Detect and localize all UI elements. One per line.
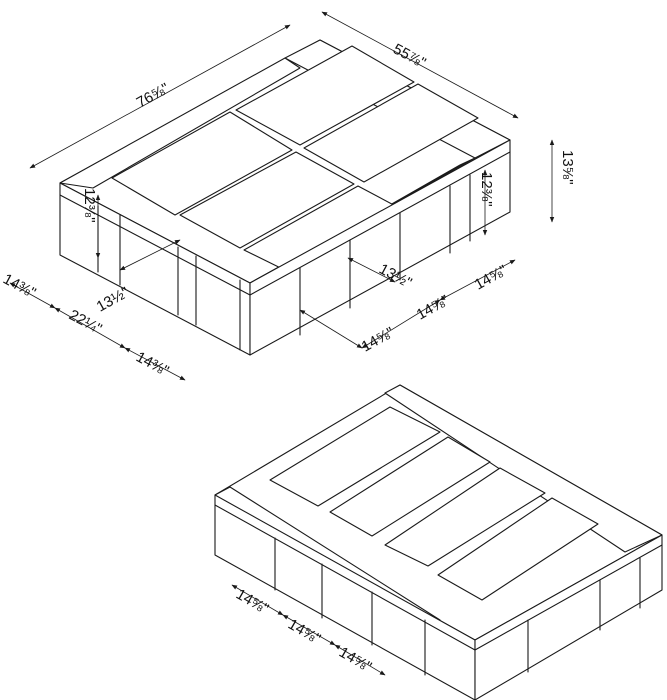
label-front-cubby-1: 14⅜" <box>0 271 38 302</box>
label-width: 55⅞" <box>390 41 428 72</box>
bottom-bed-drawing <box>214 384 663 700</box>
bottom-bed-front-face <box>214 494 476 700</box>
label-cubby-height-right: 12⅜" <box>478 172 495 207</box>
bottom-bed-slat-3 <box>384 467 546 567</box>
bottom-dimension-lines <box>231 584 386 676</box>
label-bottom-cubby-1: 14⅝" <box>233 586 271 618</box>
label-bottom-cubby-2: 14⅝" <box>285 616 323 648</box>
top-bed-side-face <box>249 139 511 356</box>
bottom-bed-slat-4 <box>437 497 599 601</box>
top-dimension-lines <box>9 11 555 381</box>
label-total-height: 13⅝" <box>559 150 576 185</box>
label-side-cubby-1: 14⅝" <box>359 324 397 356</box>
label-front-cubby-3: 14⅜" <box>133 349 171 380</box>
label-cubby-depth-left: 13½" <box>94 284 132 316</box>
label-cubby-height-left: 12⅜" <box>81 188 98 223</box>
label-bottom-cubby-3: 14⅝" <box>336 644 374 676</box>
top-bed-slat-2 <box>179 151 355 249</box>
label-length: 76⅝" <box>134 80 172 112</box>
bottom-bed-slat-1 <box>269 406 441 507</box>
label-side-cubby-3: 14⅝" <box>472 262 510 294</box>
label-side-cubby-2: 14⅝" <box>414 292 452 324</box>
bottom-bed-slat-2 <box>329 436 491 537</box>
bottom-bed-side-face <box>474 534 663 700</box>
